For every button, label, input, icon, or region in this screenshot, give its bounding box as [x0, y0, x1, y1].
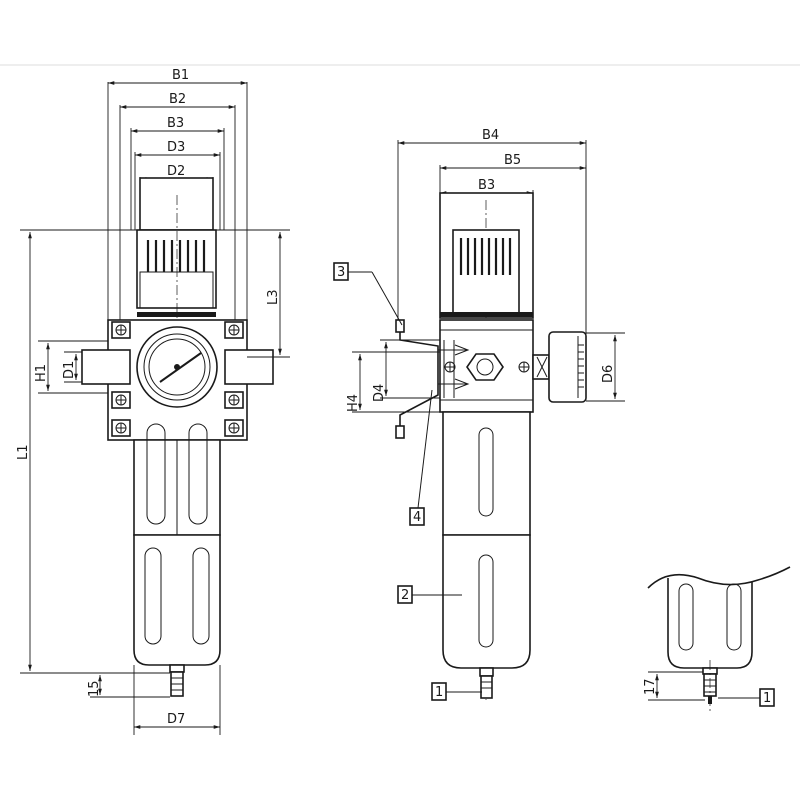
dim-17: 17	[643, 678, 658, 695]
bolt-icon	[115, 324, 240, 434]
dim-h1: H1	[34, 364, 49, 382]
pressure-gauge-icon	[136, 326, 218, 408]
dim-h4: H4	[346, 394, 361, 412]
dim-l3: L3	[266, 289, 281, 305]
dim-b3: B3	[167, 116, 184, 131]
dim-d2: D2	[167, 164, 185, 179]
bolt-icon	[444, 361, 530, 373]
callout-3: 3	[337, 265, 345, 280]
callout-3-box	[333, 262, 349, 281]
dim-b2: B2	[169, 92, 186, 107]
dim-d3: D3	[167, 140, 185, 155]
callout-1-detail: 1	[763, 691, 771, 706]
dim-d1: D1	[62, 361, 77, 379]
callout-4-box	[409, 507, 425, 526]
callout-4: 4	[413, 510, 421, 525]
dim-d6: D6	[601, 365, 616, 383]
dim-b1: B1	[172, 68, 189, 83]
side-view: B4 B5 B3	[333, 128, 625, 701]
callout-1-detail-box	[759, 688, 775, 707]
callout-1-side-box	[431, 682, 447, 701]
dim-b3-side: B3	[478, 178, 495, 193]
dim-d4: D4	[372, 384, 387, 402]
front-view: B1 B2 B3 D3 D2	[16, 68, 290, 735]
port-nut-icon	[466, 353, 504, 381]
dim-b4: B4	[482, 128, 499, 143]
dim-b5: B5	[504, 153, 521, 168]
dim-l1: L1	[16, 444, 31, 460]
callout-2: 2	[401, 588, 409, 603]
callout-2-box	[397, 585, 413, 604]
dim-d7: D7	[167, 712, 185, 727]
detail-view: 17 1	[643, 566, 791, 712]
callout-1-side: 1	[435, 685, 443, 700]
dim-15: 15	[87, 680, 102, 697]
